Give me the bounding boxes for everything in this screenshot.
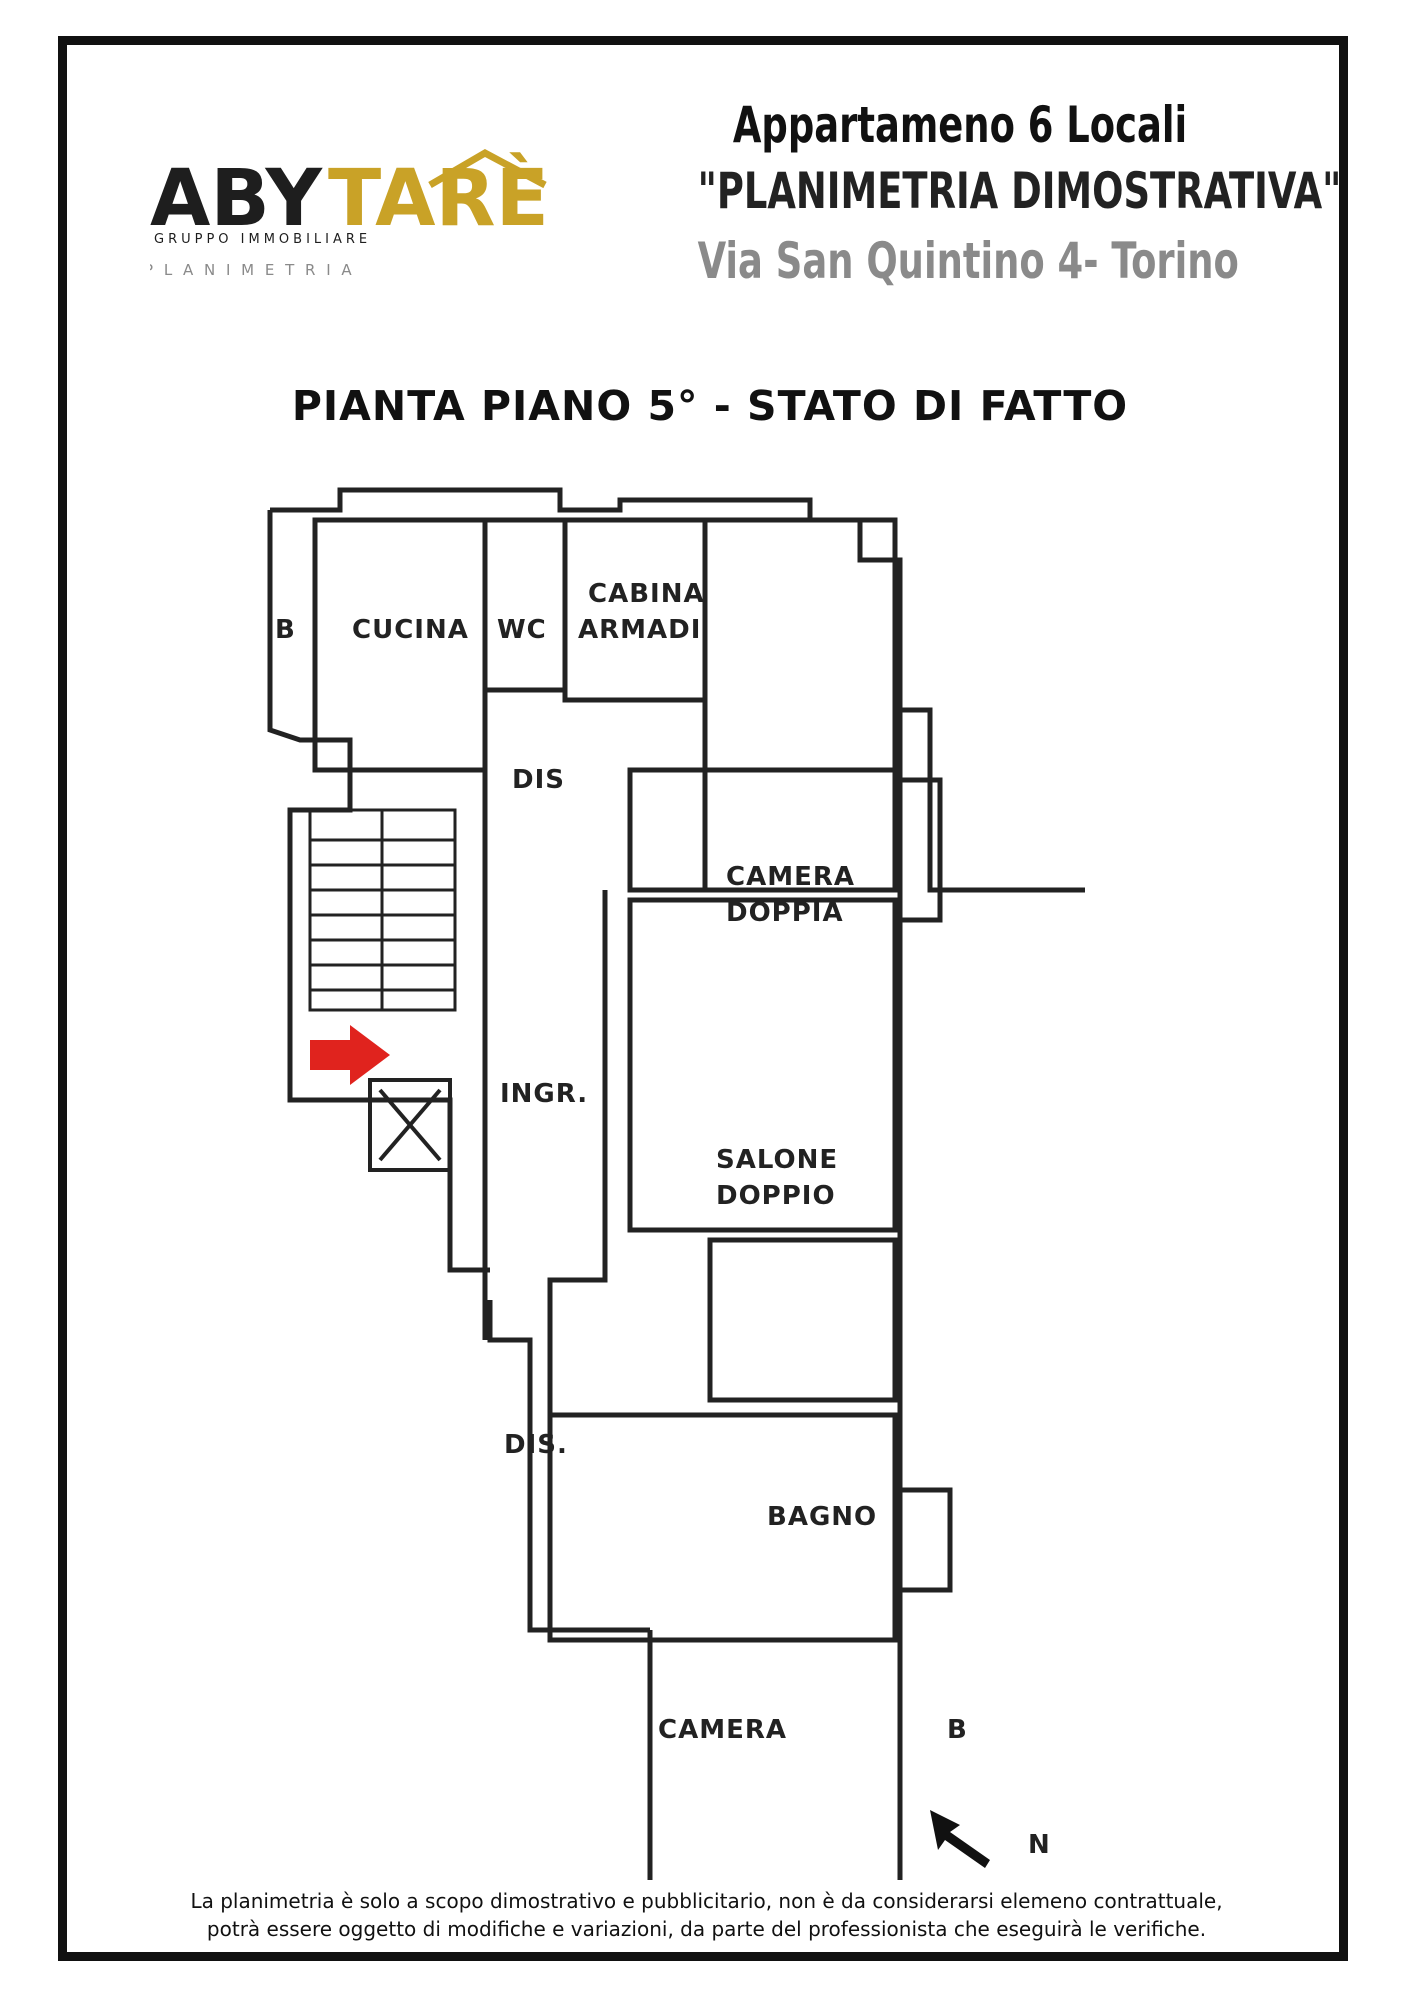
balcony-right — [900, 777, 943, 923]
disclaimer-line1: La planimetria è solo a scopo dimostrati… — [190, 1889, 1223, 1913]
room-camera-doppia-line2: DOPPIA — [726, 898, 844, 928]
logo-subtitle: GRUPPO IMMOBILIARE — [154, 232, 371, 247]
floor-plan: B CUCINA WC CABINA ARMADI DIS CAMERA DOP… — [260, 480, 1160, 1933]
disclaimer-line2: potrà essere oggetto di modifiche e vari… — [206, 1917, 1207, 1941]
outer-wall-top — [270, 487, 1085, 893]
entrance-arrow-icon — [310, 1025, 390, 1085]
camera-walls — [547, 1412, 898, 1643]
header-address: Via San Quintino 4- Torino — [697, 232, 1239, 290]
room-cabina-line1: CABINA — [588, 579, 705, 609]
camera-doppia-walls — [627, 767, 898, 893]
room-wc: WC — [497, 615, 547, 645]
north-label: N — [1028, 1830, 1051, 1860]
disclaimer: La planimetria è solo a scopo dimostrati… — [100, 1887, 1313, 1943]
room-b-bottom: B — [947, 1715, 968, 1745]
room-camera-doppia-line1: CAMERA — [726, 862, 855, 892]
staircase — [308, 808, 457, 1012]
room-cucina: CUCINA — [352, 615, 469, 645]
room-b-top: B — [275, 615, 296, 645]
cabina-walls — [562, 517, 708, 703]
kitchen-walls — [312, 517, 488, 773]
elevator-icon — [368, 1078, 452, 1172]
floor-plan-drawing: B CUCINA WC CABINA ARMADI DIS CAMERA DOP… — [267, 487, 1085, 1933]
salone-walls — [627, 897, 898, 1233]
header-subtitle: "PLANIMETRIA DIMOSTRATIVA" — [697, 162, 1342, 220]
room-salone-line1: SALONE — [716, 1145, 838, 1175]
walls — [267, 487, 1085, 1933]
outer-wall-left-upper — [267, 510, 353, 1040]
room-cabina-line2: ARMADI — [578, 615, 701, 645]
bagno-walls — [707, 1237, 898, 1403]
company-logo: ABY TARÈ GRUPPO IMMOBILIARE P L A N I M … — [144, 145, 560, 285]
wc-walls — [482, 517, 568, 693]
corridor-wall-right — [547, 890, 608, 1415]
stair-wall — [287, 1040, 490, 1273]
outer-wall-bottom — [647, 1630, 900, 1933]
logo-roof-icon — [428, 148, 547, 189]
outer-wall-left-lower — [487, 1300, 650, 1633]
north-arrow-icon — [930, 1810, 990, 1868]
room-salone-line2: DOPPIO — [716, 1181, 836, 1211]
camera-doppia-walls-upper — [702, 517, 898, 893]
logo-tagline: P L A N I M E T R I A — [150, 261, 355, 279]
room-dis-bottom: DIS. — [504, 1430, 568, 1460]
logo-graphic: ABY TARÈ GRUPPO IMMOBILIARE P L A N I M … — [144, 148, 549, 279]
plan-title: PIANTA PIANO 5° - STATO DI FATTO — [291, 382, 1129, 430]
room-bagno: BAGNO — [767, 1502, 877, 1532]
room-ingr: INGR. — [500, 1079, 588, 1109]
page-frame — [58, 36, 1348, 1961]
room-camera: CAMERA — [658, 1715, 787, 1745]
header-title: Appartameno 6 Locali — [732, 96, 1188, 154]
logo-brand-left: ABY — [150, 154, 324, 244]
balcony-bottom — [900, 1487, 953, 1593]
room-dis-top: DIS — [512, 765, 565, 795]
